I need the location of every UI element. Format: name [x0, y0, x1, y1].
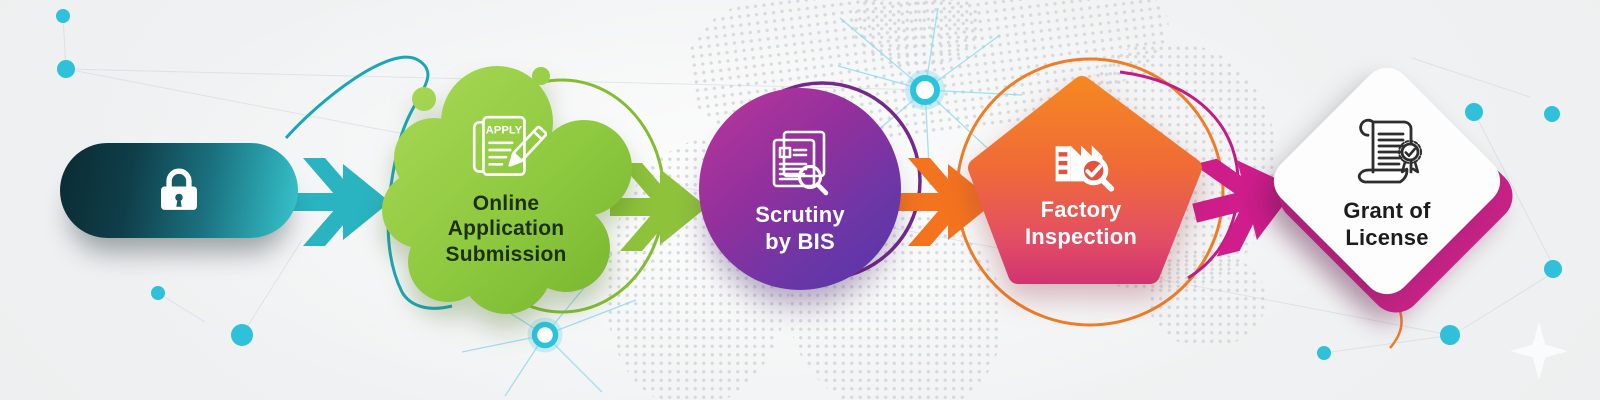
ring-node-bottom [527, 317, 563, 353]
factory-search-icon [1055, 145, 1115, 192]
step-5-label: Grant of License [1343, 198, 1431, 250]
apply-text: APPLY [486, 124, 523, 136]
apply-document-icon: APPLY [472, 115, 547, 176]
step-5-content: Grant of License [1300, 94, 1474, 268]
step-2-content: APPLY Online Application Submission [368, 48, 644, 328]
lock-icon [161, 168, 197, 210]
step-1-secure-pill [60, 143, 298, 238]
ring-node-top [905, 70, 945, 110]
arrow-2 [610, 163, 707, 251]
arrow-1 [293, 158, 390, 246]
step-4-pentagon: Factory Inspection [950, 62, 1212, 294]
step-4-content: Factory Inspection [950, 76, 1212, 294]
arrow-4 [1192, 158, 1297, 257]
cloud-dot-left [412, 87, 436, 111]
step-2-label: Online Application Submission [445, 191, 567, 266]
step-3-content: Scrutiny by BIS [699, 88, 901, 290]
document-search-icon [772, 130, 829, 196]
step-3-label: Scrutiny by BIS [755, 202, 845, 254]
cloud-dot-small [532, 67, 550, 85]
world-map-dots [852, 0, 982, 68]
certificate-scroll-icon [1357, 119, 1422, 184]
step-4-label: Factory Inspection [1024, 197, 1137, 249]
network-dots [56, 9, 1562, 360]
decor-teal-curl [284, 55, 453, 310]
step-2-cloud: APPLY Online Application Submission [368, 48, 644, 328]
arrow-3 [898, 158, 995, 246]
step-3-circle: Scrutiny by BIS [699, 88, 901, 290]
